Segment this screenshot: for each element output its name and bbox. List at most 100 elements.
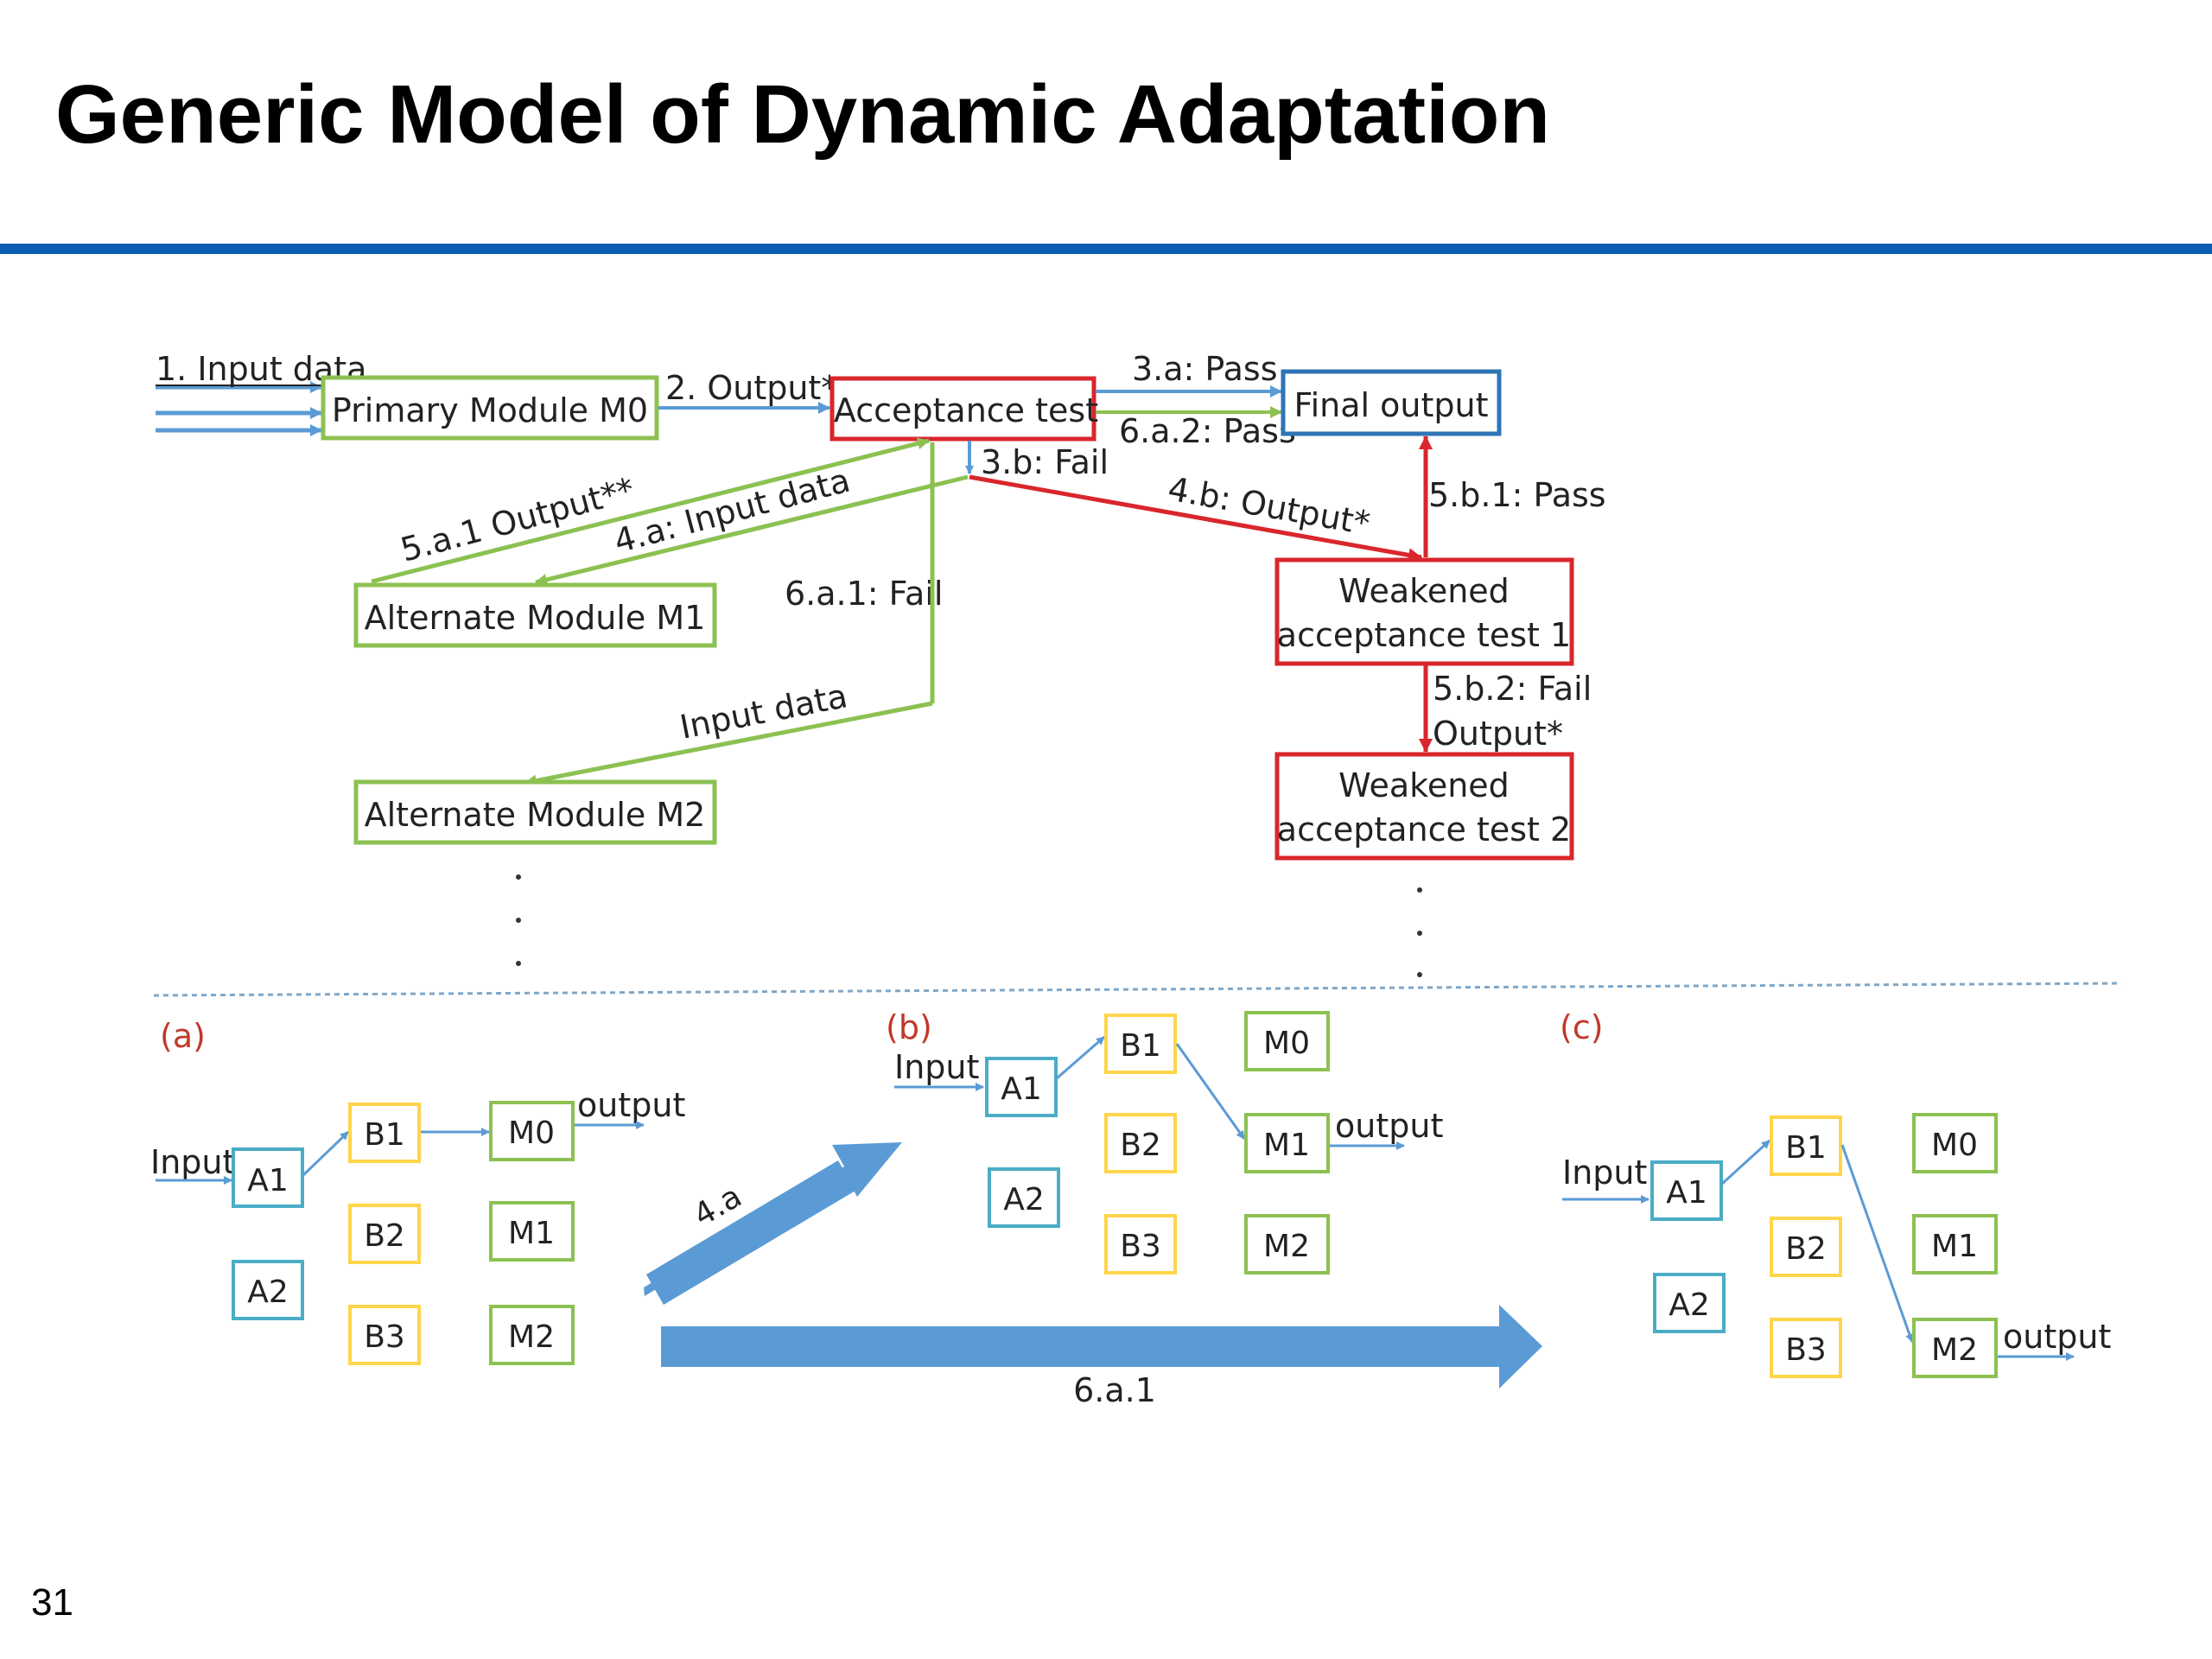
panel-c-m0-box: [1912, 1113, 1998, 1173]
input-4a-line: [535, 474, 969, 586]
final-output-box: [1281, 369, 1502, 436]
panel-a-b1-label: B1: [364, 1117, 405, 1153]
weakened-test-1-line2: acceptance test 1: [1277, 616, 1571, 654]
panel-b-input-label: Input: [894, 1048, 979, 1086]
panel-c-m2-box: [1912, 1318, 1998, 1378]
fail-3b-label: 3.b: Fail: [981, 443, 1109, 481]
panel-b-b2-box: [1104, 1113, 1177, 1173]
panel-a-m0-label: M0: [508, 1116, 555, 1151]
continuation-dot: [516, 961, 521, 966]
weakened-test-1-line1: Weakened: [1338, 572, 1510, 610]
continuation-dot: [1417, 887, 1422, 893]
output-5b2-label: Output*: [1433, 715, 1563, 753]
panel-a-a2-label: A2: [247, 1274, 289, 1310]
panel-b-m2-label: M2: [1263, 1229, 1310, 1264]
panel-a-a1-label: A1: [247, 1163, 289, 1198]
alternate-module-m2-label: Alternate Module M2: [365, 796, 706, 834]
panel-b-output-label: output: [1335, 1107, 1443, 1145]
final-output-label: Final output: [1294, 386, 1489, 424]
fail-5b2-label: 5.b.2: Fail: [1433, 670, 1592, 708]
panel-b-m1-box: [1244, 1113, 1330, 1173]
panel-a-m1-box: [489, 1201, 575, 1262]
panel-c-output-label: output: [2003, 1318, 2111, 1356]
fail-6a1-label: 6.a.1: Fail: [785, 575, 943, 613]
continuation-dot: [516, 874, 521, 880]
panel-a-b2-label: B2: [364, 1218, 405, 1254]
title-rule: [0, 244, 2212, 254]
panel-c-b3-label: B3: [1785, 1332, 1827, 1368]
output-5a1-line: [371, 437, 930, 584]
panel-a-m2-label: M2: [508, 1319, 555, 1355]
weakened-test-1-box: [1274, 557, 1574, 666]
panel-a-a2-box: [232, 1260, 304, 1320]
output-2-label: 2. Output*: [665, 369, 837, 407]
panel-b-b1-box: [1104, 1014, 1177, 1074]
pass-6a2-label: 6.a.2: Pass: [1119, 412, 1296, 450]
acceptance-test-box: [830, 376, 1096, 442]
panel-c-m0-label: M0: [1931, 1128, 1978, 1163]
panel-a-m2-box: [489, 1305, 575, 1365]
panel-b-m1-label: M1: [1263, 1128, 1310, 1163]
panel-b-a2-label: A2: [1003, 1182, 1045, 1217]
panel-c-a2-label: A2: [1669, 1287, 1710, 1323]
slide-title: Generic Model of Dynamic Adaptation: [55, 68, 1551, 161]
panel-c-a1-label: A1: [1666, 1175, 1707, 1211]
panel-b-a1-b1-arrow: [1056, 1035, 1105, 1080]
big-arrow-6a1: [661, 1305, 1542, 1389]
acceptance-test-label: Acceptance test: [834, 391, 1098, 429]
panel-c-a1-box: [1650, 1160, 1723, 1221]
alternate-module-m1-box: [353, 582, 717, 648]
weakened-test-2-line2: acceptance test 2: [1277, 810, 1571, 849]
weakened-test-2-line1: Weakened: [1338, 766, 1510, 804]
panel-a-b3-box: [348, 1305, 421, 1365]
panel-b-b3-box: [1104, 1214, 1177, 1274]
alternate-module-m2-box: [353, 779, 717, 845]
weakened-test-2-box: [1274, 752, 1574, 861]
panel-b-m0-label: M0: [1263, 1026, 1310, 1061]
input-data-m2-line: [524, 701, 933, 787]
arrow-6a1-label: 6.a.1: [1073, 1371, 1156, 1409]
panel-a-label: (a): [160, 1017, 206, 1055]
panel-c-b3-box: [1770, 1318, 1842, 1378]
panel-b-b1-label: B1: [1120, 1028, 1161, 1064]
panel-c-b2-box: [1770, 1217, 1842, 1277]
panel-a-b1-box: [348, 1103, 421, 1163]
panel-a-a1-b1-arrow: [302, 1130, 350, 1177]
panel-c-m2-label: M2: [1931, 1332, 1978, 1368]
panel-c-m1-box: [1912, 1214, 1998, 1274]
pass-3a-label: 3.a: Pass: [1132, 350, 1278, 388]
primary-module-m0-label: Primary Module M0: [332, 391, 648, 429]
continuation-dot: [1417, 972, 1422, 977]
section-divider: [153, 982, 2122, 997]
panel-a-m1-label: M1: [508, 1216, 555, 1251]
panel-a-input-label: Input: [150, 1143, 235, 1181]
panel-c-b1-m2-arrow: [1840, 1144, 1914, 1343]
panel-c-a2-box: [1653, 1273, 1726, 1333]
pass-5b1-label: 5.b.1: Pass: [1428, 476, 1606, 514]
panel-b-m2-box: [1244, 1214, 1330, 1274]
panel-b-a1-label: A1: [1001, 1071, 1042, 1107]
page-number: 31: [31, 1581, 73, 1624]
panel-a-m0-box: [489, 1101, 575, 1161]
output-4b-line: [969, 474, 1422, 563]
panel-b-b2-label: B2: [1120, 1128, 1161, 1163]
panel-c-b2-label: B2: [1785, 1231, 1827, 1267]
panel-a-a1-box: [232, 1147, 304, 1208]
panel-c-m1-label: M1: [1931, 1229, 1978, 1264]
panel-a-output-label: output: [577, 1086, 685, 1124]
panel-c-b1-box: [1770, 1116, 1842, 1176]
panel-b-b3-label: B3: [1120, 1229, 1161, 1264]
big-arrow-4a-body: [646, 1160, 855, 1305]
panel-b-b1-m1-arrow: [1175, 1043, 1246, 1140]
continuation-dot: [1417, 931, 1422, 936]
panel-b-a1-box: [985, 1057, 1058, 1117]
panel-b-a2-box: [988, 1167, 1060, 1228]
panel-a-b3-label: B3: [364, 1319, 405, 1355]
alternate-module-m1-label: Alternate Module M1: [365, 599, 706, 637]
output-5a1-label: 5.a.1 Output**: [397, 470, 639, 569]
primary-module-m0-box: [321, 375, 659, 441]
continuation-dot: [516, 918, 521, 923]
panel-c-label: (c): [1560, 1008, 1604, 1046]
panel-c-input-label: Input: [1562, 1154, 1647, 1192]
